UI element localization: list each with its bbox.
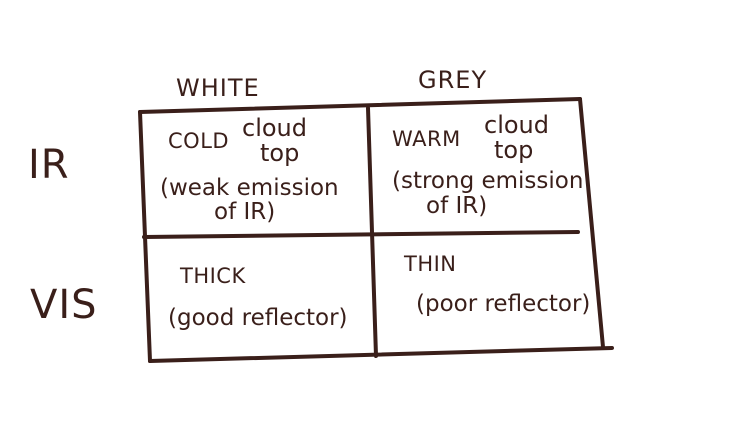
- cell-ir-grey-line1: (strong emission: [392, 168, 584, 194]
- cell-ir-grey-top: top: [494, 136, 534, 164]
- cell-ir-white-line1: (weak emission: [160, 175, 339, 201]
- cell-ir-white-top: top: [260, 139, 300, 167]
- cell-ir-white-line2: of IR): [214, 199, 276, 225]
- cell-ir-grey-temp: WARM: [392, 127, 461, 151]
- cell-vis-white-title: THICK: [180, 264, 246, 288]
- cell-ir-white-cloud: cloud: [242, 114, 307, 142]
- row-header-vis: VIS: [30, 282, 98, 328]
- cell-ir-grey-line2: of IR): [426, 193, 488, 219]
- row-header-ir: IR: [28, 142, 70, 188]
- cell-ir-grey-cloud: cloud: [484, 111, 549, 139]
- left-border-line: [138, 110, 152, 363]
- cell-vis-grey-title: THIN: [404, 252, 457, 276]
- center-divider-line: [366, 106, 378, 358]
- middle-divider-line: [142, 230, 580, 239]
- column-header-white: WHITE: [176, 74, 260, 102]
- cell-ir-white-temp: COLD: [168, 129, 230, 153]
- cell-vis-white-desc: (good reflector): [168, 305, 348, 331]
- top-border-line: [138, 97, 582, 114]
- cell-vis-grey-desc: (poor reflector): [416, 291, 591, 317]
- column-header-grey: GREY: [418, 66, 488, 94]
- bottom-border-line: [148, 346, 614, 363]
- right-border-line: [578, 97, 605, 349]
